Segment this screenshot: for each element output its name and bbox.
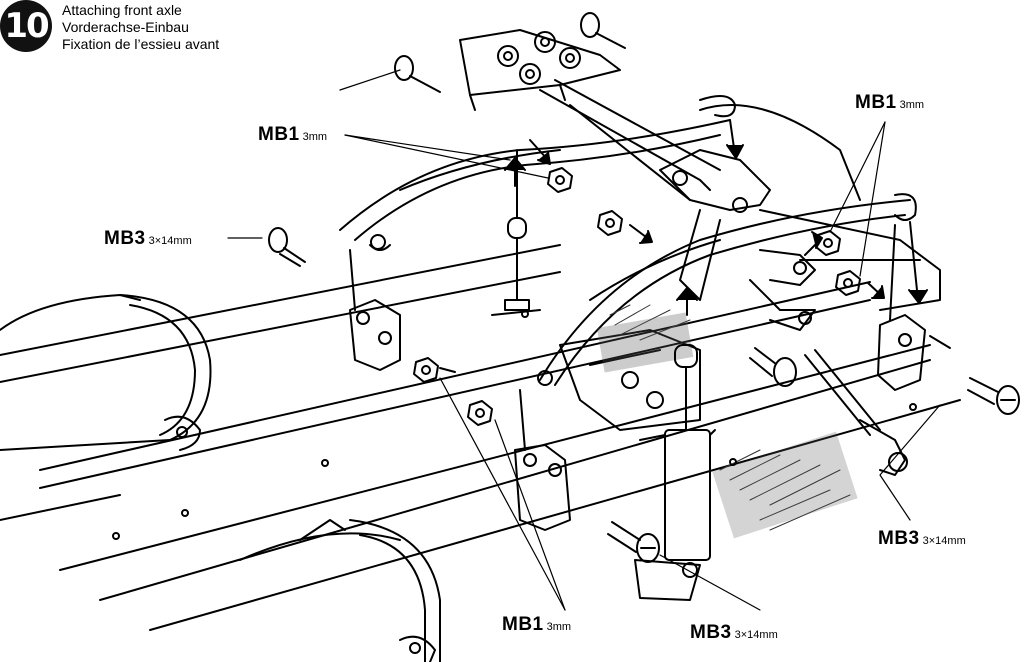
shackle-left bbox=[349, 249, 401, 371]
callout-part-size: 3×14mm bbox=[734, 629, 778, 641]
front-crossmember bbox=[459, 29, 721, 201]
fuel-tank-upper bbox=[0, 294, 212, 451]
callout-part-code: MB3 bbox=[878, 528, 920, 549]
frame-right-block bbox=[559, 104, 941, 431]
title-german: Vorderachse-Einbau bbox=[62, 19, 189, 35]
shackle-right bbox=[877, 224, 926, 391]
screw-mb3 bbox=[268, 12, 1020, 563]
callout-part-code: MB1 bbox=[258, 124, 300, 145]
engine-dark-panel bbox=[712, 431, 858, 539]
nut-mb1 bbox=[413, 167, 861, 426]
callout-part-code: MB1 bbox=[855, 92, 897, 113]
shackle-bottom-left bbox=[514, 389, 571, 531]
frame-bolts bbox=[112, 310, 917, 540]
callout-part-code: MB3 bbox=[690, 622, 732, 643]
callout-part-code: MB3 bbox=[104, 228, 146, 249]
callout-part-size: 3×14mm bbox=[148, 235, 192, 247]
leader-lines bbox=[227, 69, 941, 611]
front-axle-assembly bbox=[659, 149, 816, 331]
title-english: Attaching front axle bbox=[62, 2, 182, 18]
callout-part-size: 3mm bbox=[546, 621, 572, 633]
leaf-spring-left bbox=[339, 95, 736, 251]
title-french: Fixation de l’essieu avant bbox=[62, 36, 220, 52]
callout-part-size: 3mm bbox=[899, 99, 925, 111]
tie-rod bbox=[804, 349, 908, 476]
engine-hatching bbox=[609, 304, 851, 531]
step-title-block: Attaching front axle Vorderachse-Einbau … bbox=[62, 2, 219, 53]
callout-part-size: 3×14mm bbox=[922, 535, 966, 547]
callout-part-size: 3mm bbox=[302, 131, 328, 143]
assembly-arrows bbox=[439, 119, 951, 373]
chassis-frame bbox=[0, 244, 961, 631]
callout-part-code: MB1 bbox=[502, 614, 544, 635]
engine-dark-panel-2 bbox=[596, 312, 694, 373]
shock-absorber-center bbox=[634, 344, 716, 601]
fuel-tank-lower bbox=[239, 519, 441, 662]
step-number-badge: 10 bbox=[0, 0, 52, 52]
